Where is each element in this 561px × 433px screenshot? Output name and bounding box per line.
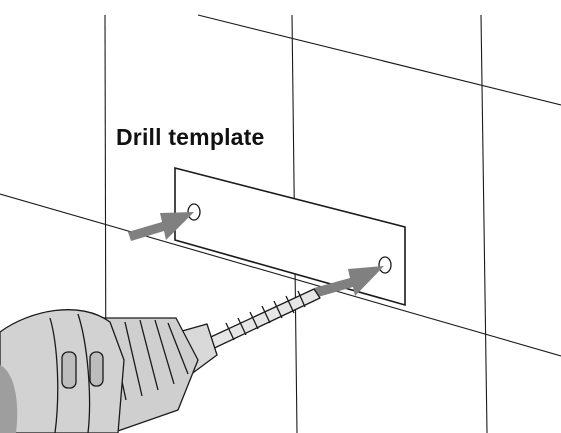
drill-bit: [199, 288, 321, 353]
drill-body: [0, 309, 125, 433]
grout-line-top: [197, 14, 561, 106]
template-hole-right: [378, 256, 392, 274]
grout-line-middle: [0, 193, 561, 357]
arrows: [128, 212, 384, 297]
drill-template-label: Drill template: [116, 124, 265, 150]
grout-line-vertical-right: [480, 14, 488, 433]
arrow-icon: [128, 212, 194, 241]
drill-template: [174, 166, 406, 307]
template-plate: [174, 166, 406, 307]
power-drill-icon: [0, 288, 321, 433]
arrow-icon: [314, 266, 384, 297]
